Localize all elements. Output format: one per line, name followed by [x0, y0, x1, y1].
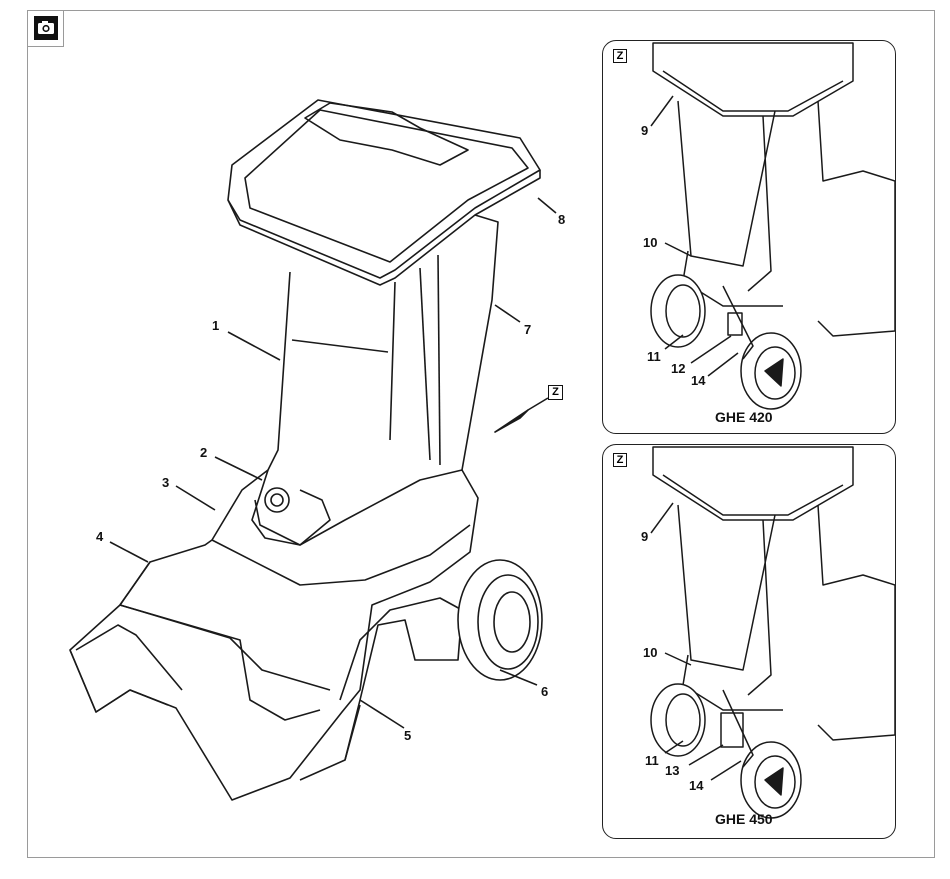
inset-ghe-420-drawing: 9 10 11 12 14 — [603, 41, 896, 434]
callout-1: 1 — [212, 318, 219, 333]
callout-11-b: 11 — [645, 753, 659, 768]
callout-14-b: 14 — [689, 778, 704, 793]
callout-9-b: 9 — [641, 529, 648, 544]
callout-12-a: 12 — [671, 361, 685, 376]
callout-3: 3 — [162, 475, 169, 490]
callout-5: 5 — [404, 728, 411, 743]
callout-10-a: 10 — [643, 235, 657, 250]
callout-4: 4 — [96, 529, 104, 544]
model-label-ghe-450: GHE 450 — [715, 811, 773, 827]
callout-6: 6 — [541, 684, 548, 699]
model-label-ghe-420: GHE 420 — [715, 409, 773, 425]
inset-ghe-420: Z 9 10 11 12 14 GHE 420 — [602, 40, 896, 434]
callout-14-a: 14 — [691, 373, 706, 388]
inset-ghe-450-drawing: 9 10 11 13 14 — [603, 445, 896, 839]
motor-housing — [70, 470, 478, 800]
callout-9-a: 9 — [641, 123, 648, 138]
inset-ghe-450: Z 9 10 11 13 14 GHE 450 — [602, 444, 896, 839]
callout-10-b: 10 — [643, 645, 657, 660]
view-marker-z: Z — [548, 385, 563, 400]
callout-2: 2 — [200, 445, 207, 460]
funnel-body — [268, 272, 290, 470]
callout-13-b: 13 — [665, 763, 679, 778]
callout-7: 7 — [524, 322, 531, 337]
hopper-lid — [228, 100, 540, 278]
callout-11-a: 11 — [647, 349, 661, 364]
callout-8: 8 — [558, 212, 565, 227]
